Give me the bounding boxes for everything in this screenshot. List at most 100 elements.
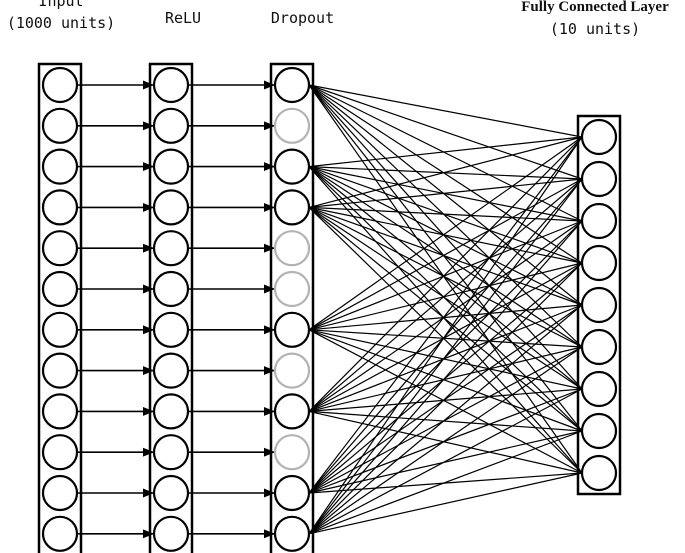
input-layer-box <box>37 62 83 553</box>
fc-connection-line <box>308 136 583 168</box>
fc-connection-line <box>308 206 583 222</box>
relu-node <box>152 311 190 348</box>
fc-connection-line <box>308 262 583 535</box>
fc-connection-line <box>308 410 583 432</box>
dropped-node <box>273 270 311 308</box>
relu-layer-title: ReLU <box>164 9 202 27</box>
input-node <box>41 66 79 104</box>
fc-node <box>580 370 618 408</box>
fc-connection-line <box>308 84 583 222</box>
input-layer-label: Input (1000 units) <box>0 0 122 34</box>
relu-layer-box <box>148 62 194 553</box>
input-node <box>41 107 79 144</box>
dropped-node <box>273 434 311 471</box>
arrow-connections <box>77 80 276 539</box>
fc-node <box>580 286 618 324</box>
fc-connection-line <box>308 410 583 474</box>
fc-connection-line <box>308 206 583 306</box>
input-node <box>41 515 79 552</box>
fc-connection-line <box>308 84 583 348</box>
relu-node <box>152 148 190 185</box>
fc-connection-line <box>308 430 583 535</box>
fc-connection-line <box>308 178 583 412</box>
fc-layer-box <box>576 114 622 496</box>
relu-node <box>152 352 190 389</box>
relu-node <box>152 393 190 430</box>
fc-layer-label: Fully Connected Layer (10 units) <box>505 0 685 40</box>
fc-connection-line <box>308 206 583 474</box>
dropout-node <box>273 474 311 512</box>
fc-connection-line <box>308 84 583 138</box>
input-node <box>41 189 79 226</box>
layer-nodes <box>41 66 618 552</box>
fc-connection-line <box>308 329 583 432</box>
fc-connection-line <box>308 346 583 412</box>
fc-layer-subtitle: (10 units) <box>549 20 641 38</box>
fc-connection-line <box>308 329 583 474</box>
input-node <box>41 270 79 308</box>
input-node <box>41 148 79 185</box>
fc-layer-title: Fully Connected Layer <box>521 0 669 15</box>
fc-node <box>580 160 618 198</box>
dropout-node <box>273 189 311 226</box>
fc-connection-line <box>308 178 583 535</box>
fc-node <box>580 454 618 492</box>
fc-connections <box>308 84 583 535</box>
fc-connection-line <box>308 304 583 331</box>
fc-connection-line <box>308 262 583 412</box>
relu-node <box>152 66 190 104</box>
input-node <box>41 311 79 348</box>
fc-connection-line <box>308 220 583 412</box>
dropped-node <box>273 230 311 267</box>
dropout-node <box>273 148 311 185</box>
fc-connection-line <box>308 206 583 264</box>
dropout-layer-box <box>269 62 315 553</box>
input-layer-subtitle: (1000 units) <box>6 14 116 32</box>
relu-node <box>152 189 190 226</box>
relu-node <box>152 230 190 267</box>
fc-connection-line <box>308 84 583 390</box>
fc-node <box>580 118 618 156</box>
dropout-node <box>273 393 311 430</box>
fc-connection-line <box>308 136 583 535</box>
fc-connection-line <box>308 206 583 348</box>
fc-node <box>580 244 618 282</box>
fc-connection-line <box>308 136 583 412</box>
dropout-node <box>273 515 311 552</box>
fc-node <box>580 202 618 240</box>
relu-node <box>152 434 190 471</box>
fc-node <box>580 328 618 366</box>
dropped-node <box>273 107 311 144</box>
dropout-layer-title: Dropout <box>270 9 335 27</box>
layer-boxes <box>37 62 622 553</box>
input-layer-title: Input <box>38 0 84 10</box>
fc-connection-line <box>308 84 583 180</box>
fc-connection-line <box>308 388 583 535</box>
fc-node <box>580 412 618 450</box>
input-node <box>41 434 79 471</box>
fc-connection-line <box>308 136 583 494</box>
fc-connection-line <box>308 178 583 208</box>
relu-node <box>152 270 190 308</box>
relu-node <box>152 474 190 512</box>
dropout-node <box>273 311 311 348</box>
fc-connection-line <box>308 472 583 535</box>
input-node <box>41 352 79 389</box>
dropout-node <box>273 66 311 104</box>
fc-connection-line <box>308 262 583 331</box>
fc-connection-line <box>308 304 583 412</box>
fc-connection-line <box>308 329 583 390</box>
fc-connection-line <box>308 136 583 208</box>
fc-connection-line <box>308 388 583 412</box>
fc-connection-line <box>308 84 583 306</box>
input-node <box>41 393 79 430</box>
input-node <box>41 230 79 267</box>
fc-connection-line <box>308 220 583 535</box>
fc-connection-line <box>308 220 583 331</box>
relu-node <box>152 107 190 144</box>
fc-connection-line <box>308 206 583 432</box>
relu-node <box>152 515 190 552</box>
fc-connection-line <box>308 84 583 474</box>
fc-connection-line <box>308 84 583 432</box>
